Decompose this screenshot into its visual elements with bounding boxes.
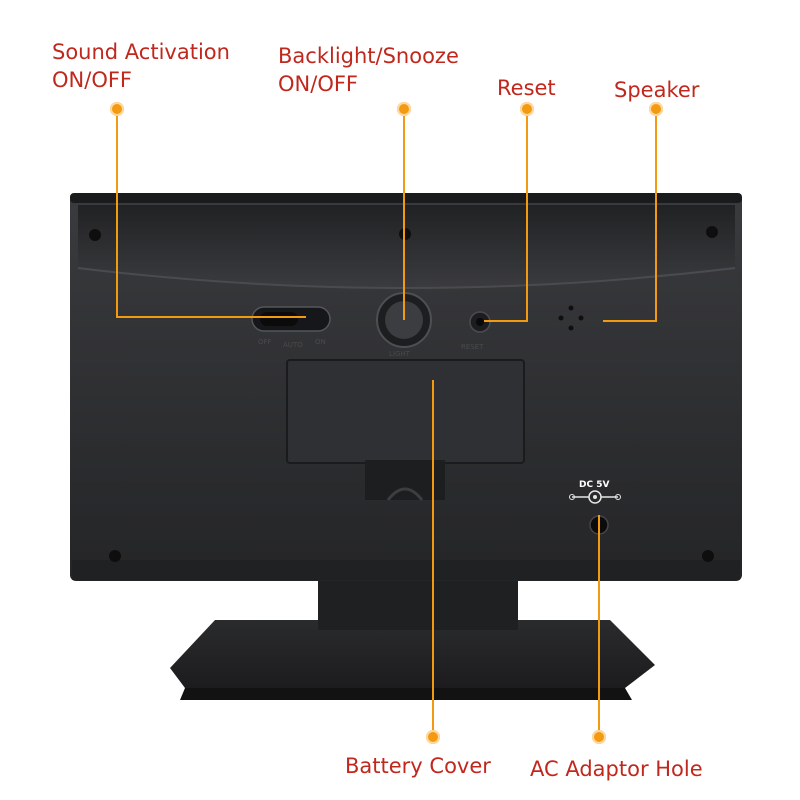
switch-auto-text: AUTO (283, 341, 303, 349)
sound-activation-dot (110, 102, 124, 116)
backlight-snooze-dot (397, 102, 411, 116)
backlight-snooze-label: Backlight/Snooze ON/OFF (278, 42, 459, 98)
battery-cover-dot (426, 730, 440, 744)
stand-base (170, 620, 655, 700)
sound-activation-switch (251, 306, 331, 332)
reset-leader-vertical (526, 110, 528, 322)
sound-activation-leader-vertical (116, 110, 118, 318)
reset-caption-text: RESET (461, 343, 484, 351)
speaker-grille (558, 305, 584, 331)
backlight-snooze-leader (403, 110, 405, 320)
reset-dot (520, 102, 534, 116)
speaker-leader-vertical (655, 110, 657, 322)
sound-activation-label: Sound Activation ON/OFF (52, 38, 230, 94)
reset-label: Reset (497, 76, 556, 100)
battery-cover-panel (286, 359, 525, 501)
backlight-snooze-line1: Backlight/Snooze (278, 44, 459, 68)
ac-adaptor-leader (598, 515, 600, 737)
sound-activation-leader-horizontal (116, 316, 306, 318)
ac-adaptor-dot (592, 730, 606, 744)
snooze-caption-text: LIGHT (389, 350, 410, 358)
speaker-leader-horizontal (603, 320, 657, 322)
battery-cover-leader (432, 380, 434, 736)
battery-cover-label: Battery Cover (345, 754, 491, 778)
screw-holes (89, 226, 718, 562)
sound-activation-line1: Sound Activation (52, 40, 230, 64)
speaker-label: Speaker (614, 78, 700, 102)
stand-neck (318, 578, 518, 630)
ac-adaptor-label: AC Adaptor Hole (530, 757, 703, 781)
speaker-dot (649, 102, 663, 116)
reset-button (469, 311, 491, 333)
dc-5v-label: DC 5V (579, 480, 610, 490)
reset-leader-horizontal (484, 320, 528, 322)
switch-on-text: ON (315, 338, 326, 346)
switch-off-text: OFF (258, 338, 272, 346)
sound-activation-line2: ON/OFF (52, 68, 133, 92)
backlight-snooze-line2: ON/OFF (278, 72, 359, 96)
